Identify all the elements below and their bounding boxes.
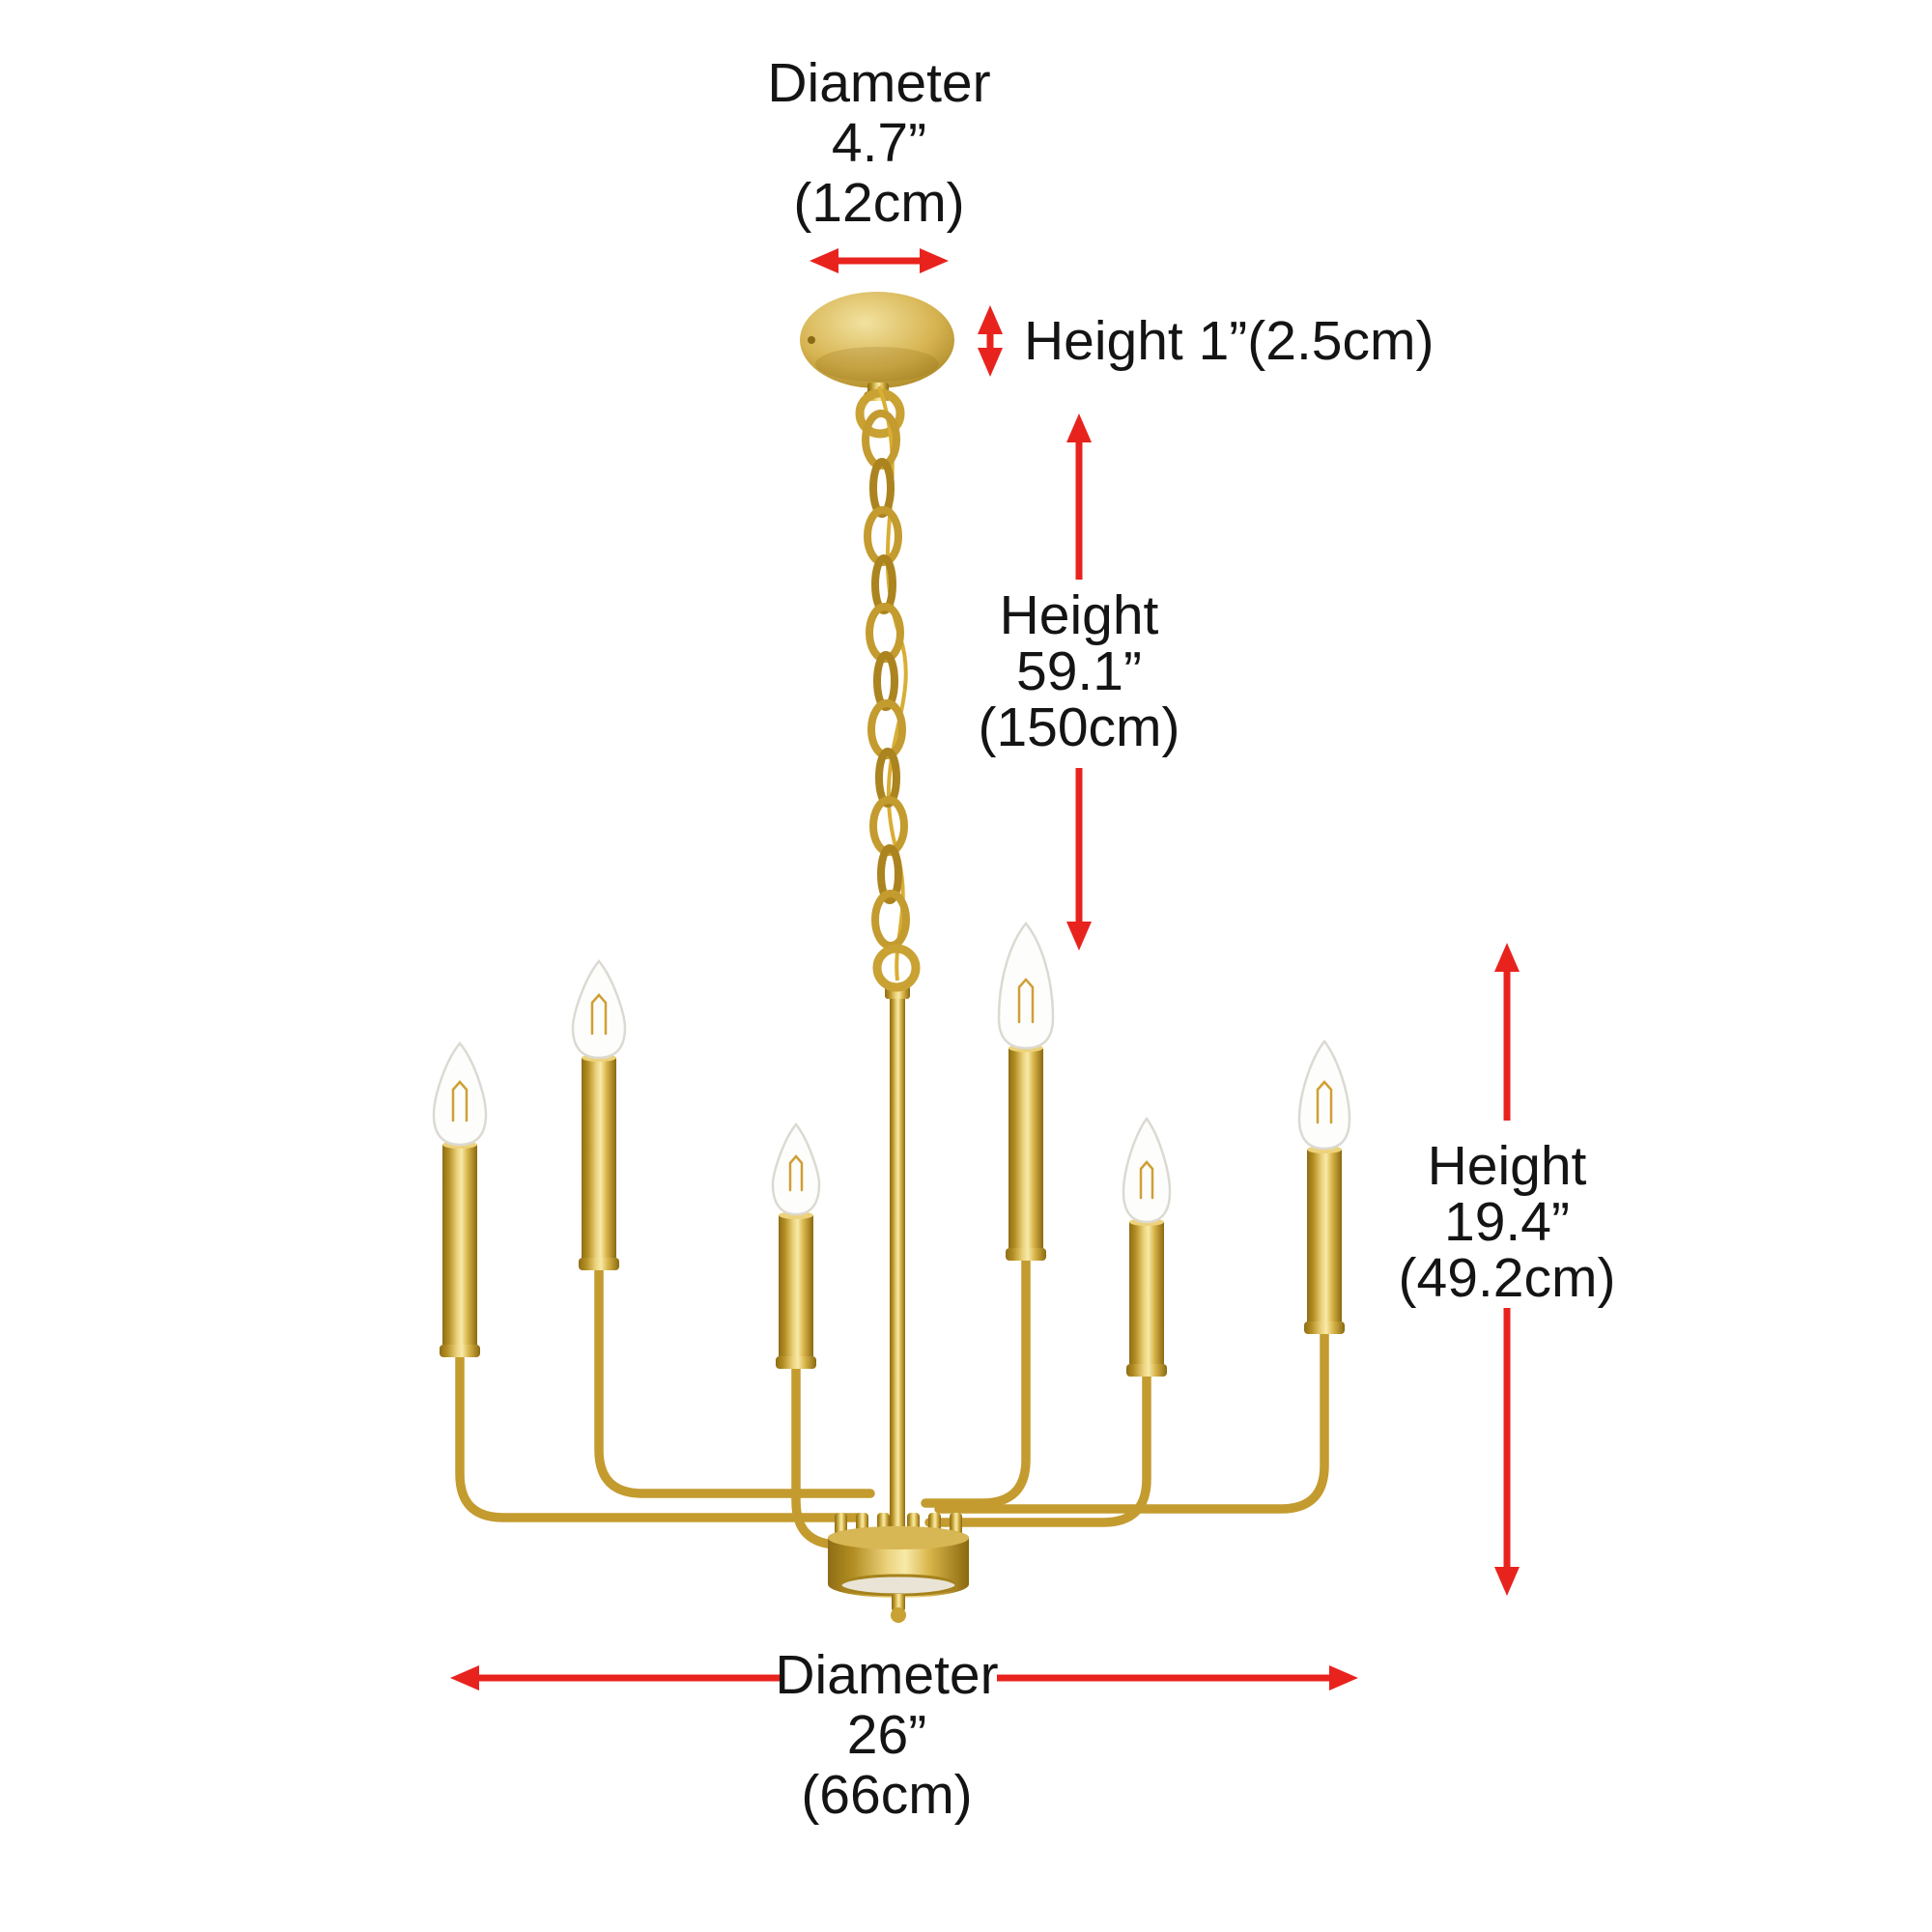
canopy-height-text: Height 1”(2.5cm) [1024,310,1435,372]
hanging-height-arrow-top [1066,413,1092,580]
canopy-diameter-line3: (12cm) [793,172,965,234]
center-column [885,985,910,1538]
hub-finial [892,1594,905,1611]
light-bulb [771,1122,821,1216]
candle-1 [432,1041,488,1357]
hanging-height-arrow-bottom [1066,768,1092,951]
canopy-screw [808,336,815,344]
canopy-height-arrow [978,305,1003,377]
fixture-diameter-label: Diameter 26” (66cm) [694,1645,1080,1825]
hanging-height-label: Height 59.1” (150cm) [886,587,1272,755]
fixture-diameter-arrow-left [450,1665,782,1690]
chain-loop [872,944,921,992]
fixture-diameter-arrow-right [997,1665,1358,1690]
canopy-diameter-line1: Diameter [767,52,991,114]
fixture-diameter-line3: (66cm) [801,1764,973,1826]
candle-6 [1297,1038,1351,1334]
fixture-height-arrow-top [1494,943,1520,1121]
fixture-height-line1: Height [1427,1135,1587,1197]
fixture-diameter-line2: 26” [846,1704,927,1766]
canopy-height-label: Height 1”(2.5cm) [1024,311,1434,371]
fixture-height-line2: 19.4” [1444,1191,1570,1253]
light-bulb [1297,1038,1351,1151]
fixture-height-label: Height 19.4” (49.2cm) [1314,1138,1700,1306]
light-bulb [432,1041,488,1147]
candle-3 [771,1122,821,1369]
canopy-diameter-line2: 4.7” [831,112,927,174]
chandelier [432,292,1351,1623]
fixture-height-arrow-bottom [1494,1308,1520,1596]
canopy-diameter-label: Diameter 4.7” (12cm) [638,53,1121,233]
bottom-hub [828,1526,969,1623]
hanging-height-line1: Height [999,584,1159,646]
hanging-height-line3: (150cm) [978,696,1180,758]
hanging-chain [862,385,921,992]
ceiling-canopy [800,292,954,439]
chandelier-arms [455,1256,1329,1549]
fixture-diameter-line1: Diameter [775,1644,999,1706]
candle-2 [571,959,627,1270]
fixture-height-line3: (49.2cm) [1398,1247,1616,1309]
candle-4 [997,922,1055,1261]
light-bulb [1122,1116,1172,1224]
candle-5 [1122,1116,1172,1377]
light-bulb [571,959,627,1060]
light-bulb [997,922,1055,1050]
hanging-height-line2: 59.1” [1016,640,1142,702]
canopy-diameter-arrow [810,248,949,273]
